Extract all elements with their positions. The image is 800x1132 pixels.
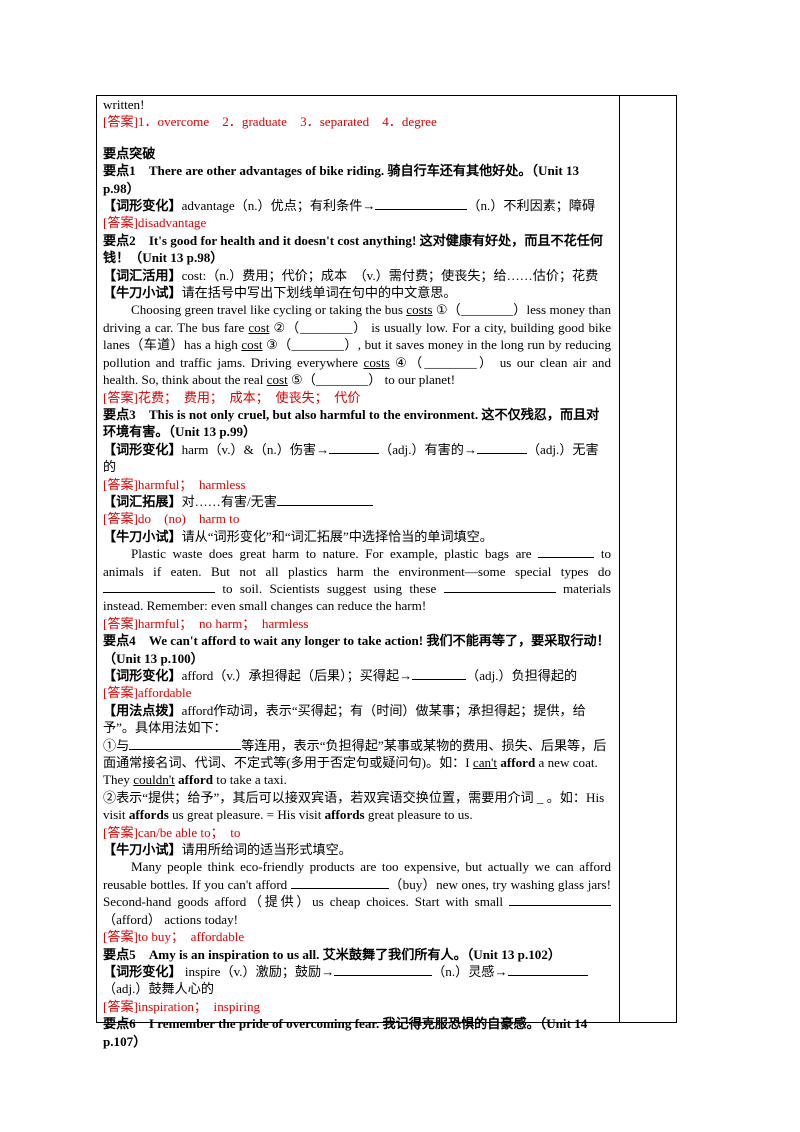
point4-word-forms: 【词形变化】afford（v.）承担得起（后果）；买得起→（adj.）负担得起的 <box>103 667 578 683</box>
point1-word-forms: 【词形变化】advantage（n.）优点；有利条件→（n.）不利因素；障碍 <box>103 197 596 214</box>
blank[interactable] <box>507 963 588 976</box>
side-column <box>619 95 677 1023</box>
point4-practice: 【牛刀小试】请用所给词的适当形式填空。 <box>103 842 352 858</box>
point6-heading: 要点6 I remember the pride of overcoming f… <box>103 1016 588 1049</box>
blank[interactable] <box>103 580 215 593</box>
blank[interactable] <box>443 580 556 593</box>
point3-heading: 要点3 This is not only cruel, but also har… <box>103 406 600 440</box>
point2-vocab-usage: 【词汇活用】cost:（n.）费用；代价；成本 （v.）需付费；使丧失；给……估… <box>103 267 599 283</box>
point5-answer: [答案]inspiration； inspiring <box>103 998 261 1014</box>
blank[interactable] <box>290 876 389 889</box>
point3-answer1: [答案]harmful； harmless <box>103 476 246 492</box>
point4-usage: 【用法点拨】afford作动词，表示“买得起；有（时间）做某事；承担得起；提供，… <box>103 702 586 736</box>
intro-answer: [答案]1．overcome 2．graduate 3．separated 4．… <box>103 114 437 130</box>
point3-practice: 【牛刀小试】请从“词形变化”和“词汇拓展”中选择恰当的单词填空。 <box>103 528 493 544</box>
blank[interactable] <box>538 545 595 559</box>
point5-heading: 要点5 Amy is an inspiration to us all. 艾米鼓… <box>103 946 561 962</box>
blank[interactable] <box>129 737 242 750</box>
main-table-frame <box>96 95 677 1023</box>
point4-heading: 要点4 We can't afford to wait any longer t… <box>103 633 610 666</box>
blank[interactable] <box>329 441 380 454</box>
point2-heading: 要点2 It's good for health and it doesn't … <box>103 232 603 266</box>
point2-answer: [答案]花费； 费用； 成本； 使丧失； 代价 <box>103 389 361 405</box>
point3-answer2: [答案]do (no) harm to <box>103 511 240 527</box>
point4-usage-2: ②表示“提供；给予”，其后可以接双宾语，若双宾语交换位置，需要用介词 _ 。如：… <box>103 789 605 823</box>
point2-passage: Choosing green travel like cycling or ta… <box>103 302 612 388</box>
point3-passage: Plastic waste does great harm to nature.… <box>103 545 611 614</box>
point5-word-forms: 【词形变化】 inspire（v.）激励；鼓励→（n.）灵感→（adj.）鼓舞人… <box>103 963 611 998</box>
blank[interactable] <box>334 963 433 976</box>
point2-practice: 【牛刀小试】请在括号中写出下划线单词在句中的中文意思。 <box>103 285 457 301</box>
content-area: written! [答案]1．overcome 2．graduate 3．sep… <box>103 96 611 1050</box>
point4-answer2: [答案]can/be able to； to <box>103 824 241 840</box>
point1-heading: 要点1 There are other advantages of bike r… <box>103 163 580 196</box>
point4-usage-1: ①与等连用，表示“负担得起”某事或某物的费用、损失、后果等，后面通常接名词、代词… <box>103 737 607 788</box>
blank[interactable] <box>412 667 467 680</box>
point4-answer1: [答案]affordable <box>103 685 192 701</box>
point4-passage: Many people think eco-friendly products … <box>103 859 611 927</box>
blank[interactable] <box>375 197 468 211</box>
point3-vocab-extend: 【词汇拓展】对……有害/无害 <box>103 493 611 510</box>
point3-word-forms: 【词形变化】harm（v.）&（n.）伤害→（adj.）有害的→（adj.）无害… <box>103 441 599 475</box>
blank[interactable] <box>476 441 527 454</box>
point3-answer3: [答案]harmful； no harm； harmless <box>103 615 309 631</box>
section-title: 要点突破 <box>103 145 156 161</box>
intro-written: written! <box>103 97 145 112</box>
blank[interactable] <box>276 493 373 506</box>
point4-answer3: [答案]to buy； affordable <box>103 929 245 945</box>
blank[interactable] <box>509 893 611 907</box>
point1-answer: [答案]disadvantage <box>103 215 207 231</box>
